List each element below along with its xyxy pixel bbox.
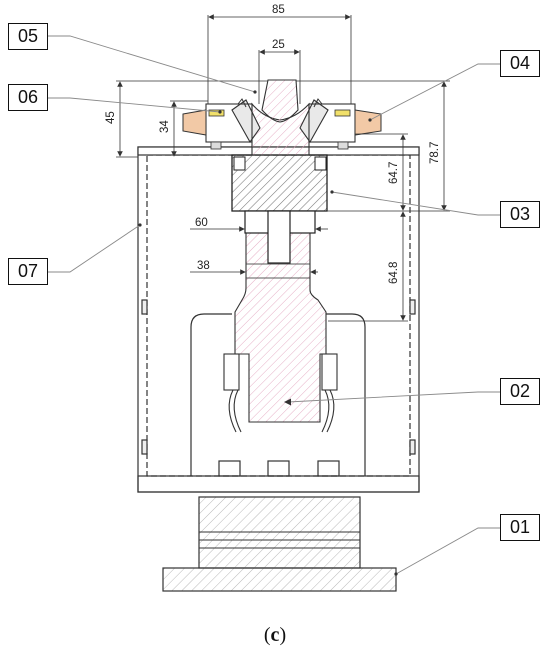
part-label-07-text: 07: [17, 261, 39, 281]
part-label-07: 07: [8, 258, 48, 285]
part-label-06-text: 06: [17, 87, 39, 107]
connector-block: [231, 154, 328, 264]
leader-lines: [48, 35, 500, 575]
dim-78-7-label: 78.7: [429, 142, 441, 164]
inner-fixture: [190, 313, 366, 477]
specimen-part: [223, 231, 338, 433]
caption-close-paren: ): [279, 624, 287, 646]
leader-arrowheads: [138, 90, 398, 576]
part-label-04: 04: [500, 50, 540, 77]
part-label-04-text: 04: [509, 53, 531, 73]
figure-caption: (c): [0, 624, 550, 647]
part-label-01: 01: [500, 514, 540, 541]
base-part: [162, 496, 397, 592]
part-label-05-text: 05: [17, 26, 39, 46]
pad-parts: [182, 109, 382, 150]
part-label-03-text: 03: [509, 204, 531, 224]
dim-45-label: 45: [105, 111, 117, 124]
dimension-lines: [116, 14, 450, 322]
part-label-03: 03: [500, 201, 540, 228]
dim-38-label: 38: [197, 260, 210, 272]
dim-25-label: 25: [272, 39, 285, 51]
part-label-02-text: 02: [509, 381, 531, 401]
part-label-01-text: 01: [509, 517, 531, 537]
dim-64-7-label: 64.7: [388, 162, 400, 184]
dim-85-label: 85: [272, 4, 285, 16]
caption-letter: c: [270, 624, 280, 646]
dim-60-label: 60: [195, 217, 208, 229]
caption-open-paren: (: [263, 624, 271, 646]
grip-assembly: [205, 79, 356, 156]
part-label-05: 05: [8, 23, 48, 50]
part-label-06: 06: [8, 84, 48, 111]
dim-64-8-label: 64.8: [388, 262, 400, 284]
part-label-02: 02: [500, 378, 540, 405]
dim-34-label: 34: [159, 120, 171, 133]
